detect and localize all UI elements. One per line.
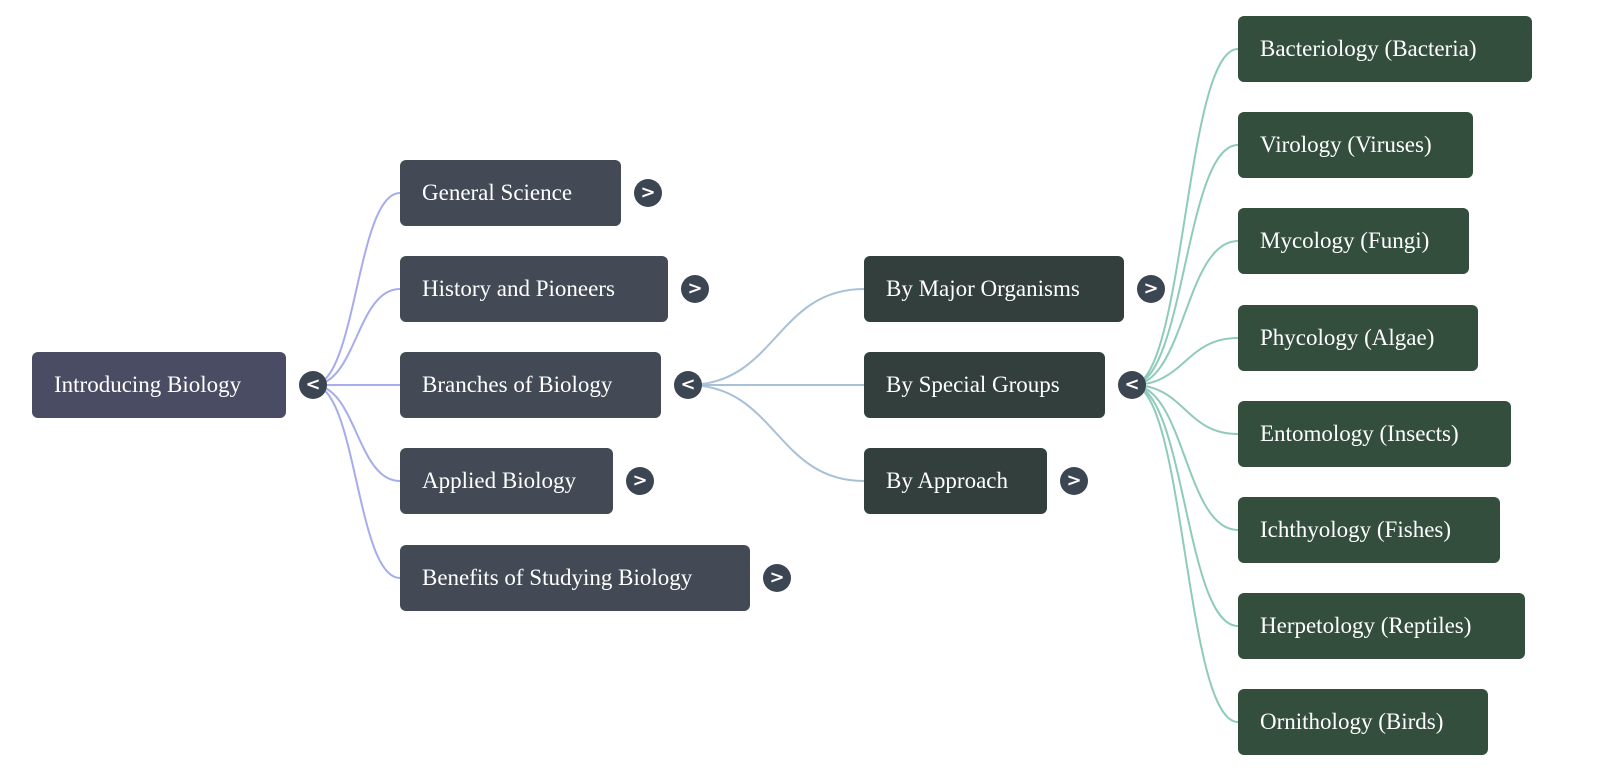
node-label: Virology (Viruses) bbox=[1260, 132, 1432, 157]
node-label: Benefits of Studying Biology bbox=[422, 565, 693, 590]
node-herpetology[interactable]: Herpetology (Reptiles) bbox=[1238, 593, 1525, 659]
connector-root-to-level1 bbox=[312, 288, 401, 386]
node-label: Ichthyology (Fishes) bbox=[1260, 517, 1452, 542]
node-general-science[interactable]: General Science bbox=[400, 160, 621, 226]
node-phycology[interactable]: Phycology (Algae) bbox=[1238, 305, 1478, 371]
expand-toggle-icon[interactable]: > bbox=[634, 179, 662, 207]
node-label: By Special Groups bbox=[886, 372, 1060, 397]
node-label: Ornithology (Birds) bbox=[1260, 709, 1444, 734]
connector-groups-to-level3 bbox=[1131, 384, 1239, 531]
node-applied-biology[interactable]: Applied Biology bbox=[400, 448, 613, 514]
node-label: General Science bbox=[422, 180, 573, 205]
connector-groups-to-level3 bbox=[1131, 384, 1239, 435]
node-label: Branches of Biology bbox=[422, 372, 613, 397]
collapse-toggle-icon[interactable]: < bbox=[299, 371, 327, 399]
node-label: Phycology (Algae) bbox=[1260, 325, 1435, 350]
connector-groups-to-level3 bbox=[1131, 384, 1239, 723]
connector-groups-to-level3 bbox=[1131, 48, 1239, 386]
node-label: By Major Organisms bbox=[886, 276, 1080, 301]
connector-groups-to-level3 bbox=[1131, 384, 1239, 627]
node-ornithology[interactable]: Ornithology (Birds) bbox=[1238, 689, 1488, 755]
node-label: Introducing Biology bbox=[54, 372, 242, 397]
node-branches-of-biology[interactable]: Branches of Biology bbox=[400, 352, 661, 418]
connector-root-to-level1 bbox=[312, 384, 401, 482]
node-label: Entomology (Insects) bbox=[1260, 421, 1459, 446]
connector-groups-to-level3 bbox=[1131, 144, 1239, 386]
expand-toggle-icon[interactable]: > bbox=[626, 467, 654, 495]
node-label: By Approach bbox=[886, 468, 1009, 493]
node-benefits-of-studying-biology[interactable]: Benefits of Studying Biology bbox=[400, 545, 750, 611]
node-by-major-organisms[interactable]: By Major Organisms bbox=[864, 256, 1124, 322]
connector-root-to-level1 bbox=[312, 192, 401, 386]
node-label: Bacteriology (Bacteria) bbox=[1260, 36, 1477, 61]
expand-toggle-icon[interactable]: > bbox=[1137, 275, 1165, 303]
node-virology[interactable]: Virology (Viruses) bbox=[1238, 112, 1473, 178]
connector-groups-to-level3 bbox=[1131, 240, 1239, 386]
node-history-and-pioneers[interactable]: History and Pioneers bbox=[400, 256, 668, 322]
node-label: Mycology (Fungi) bbox=[1260, 228, 1430, 253]
node-by-special-groups[interactable]: By Special Groups bbox=[864, 352, 1105, 418]
collapse-toggle-icon[interactable]: < bbox=[674, 371, 702, 399]
connector-groups-to-level3 bbox=[1131, 337, 1239, 386]
node-label: Herpetology (Reptiles) bbox=[1260, 613, 1472, 638]
expand-toggle-icon[interactable]: > bbox=[1060, 467, 1088, 495]
node-label: Applied Biology bbox=[422, 468, 576, 493]
node-bacteriology[interactable]: Bacteriology (Bacteria) bbox=[1238, 16, 1532, 82]
node-introducing-biology[interactable]: Introducing Biology bbox=[32, 352, 286, 418]
expand-toggle-icon[interactable]: > bbox=[763, 564, 791, 592]
connector-branches-to-level2 bbox=[687, 288, 865, 386]
connector-root-to-level1 bbox=[312, 384, 401, 579]
node-by-approach[interactable]: By Approach bbox=[864, 448, 1047, 514]
collapse-toggle-icon[interactable]: < bbox=[1118, 371, 1146, 399]
node-mycology[interactable]: Mycology (Fungi) bbox=[1238, 208, 1469, 274]
node-ichthyology[interactable]: Ichthyology (Fishes) bbox=[1238, 497, 1500, 563]
node-entomology[interactable]: Entomology (Insects) bbox=[1238, 401, 1511, 467]
node-label: History and Pioneers bbox=[422, 276, 615, 301]
connector-branches-to-level2 bbox=[687, 384, 865, 482]
expand-toggle-icon[interactable]: > bbox=[681, 275, 709, 303]
